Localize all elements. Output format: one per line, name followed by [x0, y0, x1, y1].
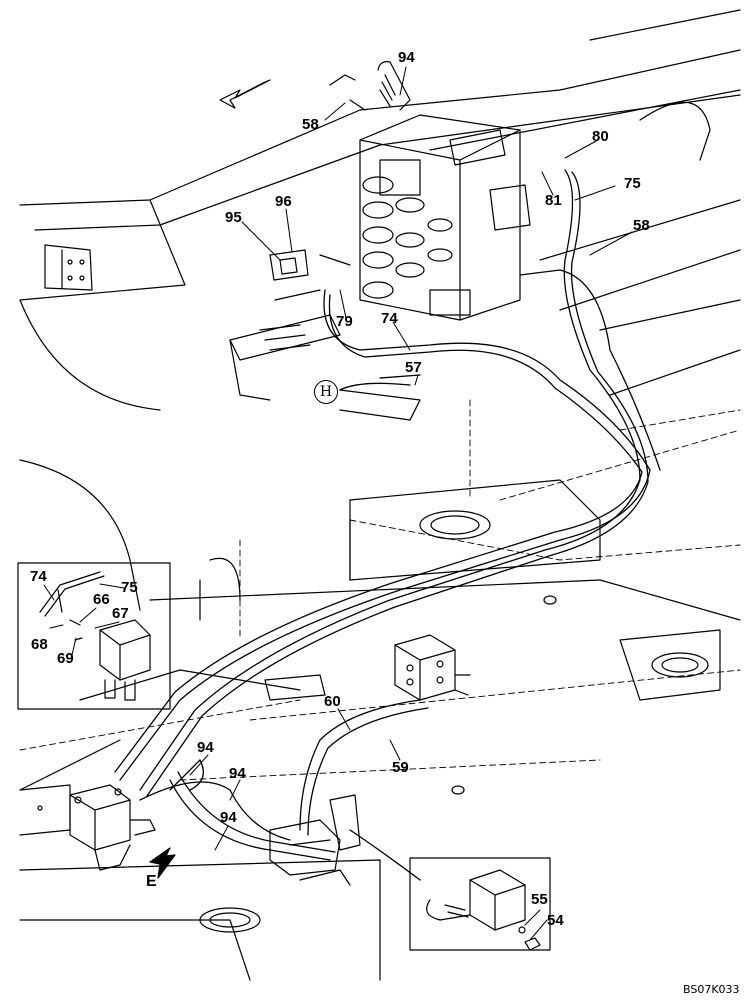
callout-80: 80 — [592, 128, 609, 145]
callout-95: 95 — [225, 209, 242, 226]
callout-57: 57 — [405, 359, 422, 376]
drawing-code: BS07K033 — [683, 983, 740, 996]
lower-solenoid — [269, 794, 361, 886]
solenoid-bracket — [229, 249, 341, 401]
callout-94: 94 — [220, 809, 237, 826]
callout-59: 59 — [392, 759, 409, 776]
inset-box-right — [409, 857, 551, 951]
callout-60: 60 — [324, 693, 341, 710]
callout-69: 69 — [57, 650, 74, 667]
view-marker-label: H — [319, 384, 333, 400]
callout-74: 74 — [381, 310, 398, 327]
view-marker-h: H — [314, 380, 338, 404]
callout-58: 58 — [302, 116, 319, 133]
callout-75: 75 — [624, 175, 641, 192]
upper-frame — [19, 9, 741, 411]
callout-74: 74 — [30, 568, 47, 585]
inset-box-left — [17, 562, 171, 710]
selector-valve — [69, 784, 156, 871]
callout-96: 96 — [275, 193, 292, 210]
callout-94: 94 — [398, 49, 415, 66]
direction-label-e: E — [146, 873, 157, 890]
control-valve — [329, 61, 531, 321]
direction-arrows — [149, 79, 271, 879]
callout-94: 94 — [197, 739, 214, 756]
callout-75: 75 — [121, 579, 138, 596]
hidden-lines — [19, 399, 741, 781]
callout-58: 58 — [633, 217, 650, 234]
hose-routing — [114, 169, 661, 797]
leader-lines — [43, 66, 633, 941]
valve-block — [394, 634, 471, 701]
callout-54: 54 — [547, 912, 564, 929]
callout-94: 94 — [229, 765, 246, 782]
callout-67: 67 — [112, 605, 129, 622]
callout-81: 81 — [545, 192, 562, 209]
lower-hoses — [139, 699, 429, 881]
lower-frame — [19, 459, 741, 981]
callout-79: 79 — [336, 313, 353, 330]
callout-66: 66 — [93, 591, 110, 608]
callout-55: 55 — [531, 891, 548, 908]
callout-68: 68 — [31, 636, 48, 653]
